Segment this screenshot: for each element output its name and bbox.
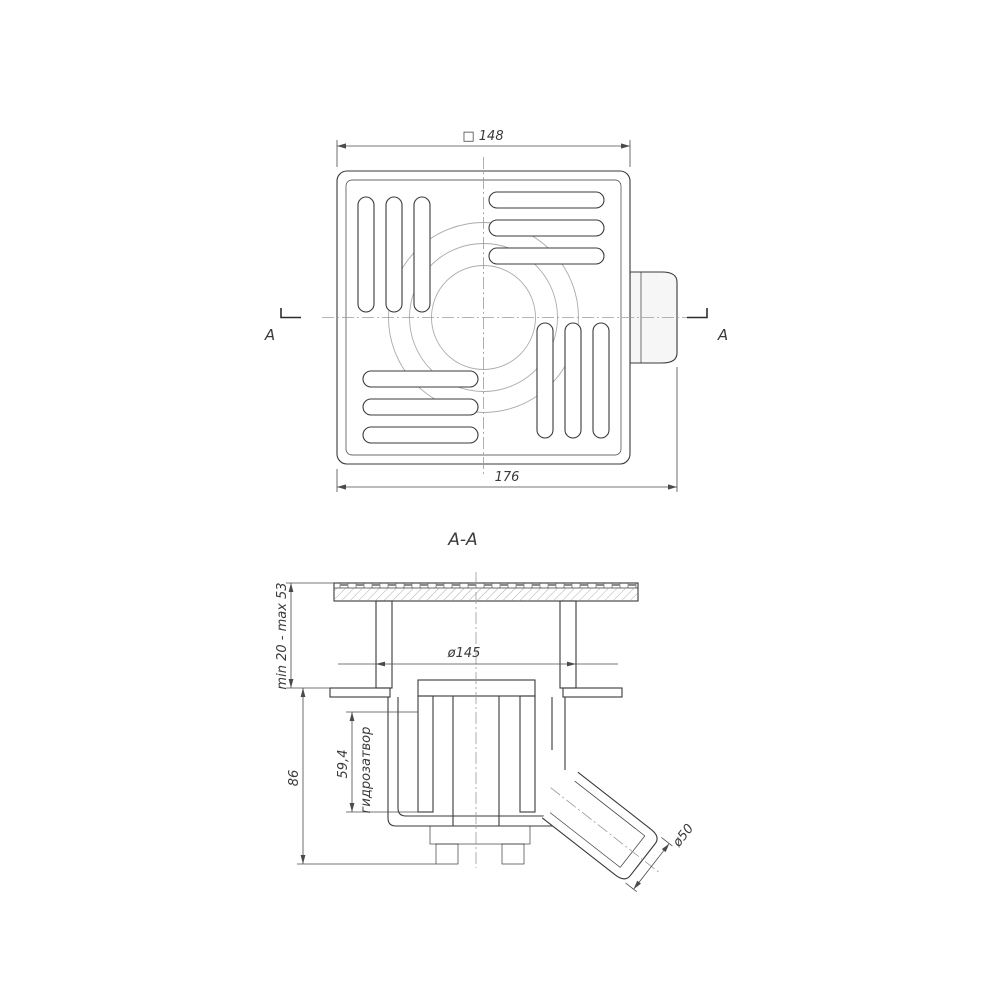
standpipe [452, 696, 500, 826]
outlet-pipe: ø50 [541, 771, 698, 893]
body-foot [435, 843, 459, 865]
top-view: □ 148 176 A A [264, 129, 728, 492]
grate-slot [362, 398, 479, 416]
grate-slots [357, 191, 610, 444]
floor-flange [329, 687, 623, 698]
grate-slot [385, 196, 403, 313]
dim-outlet-diameter-label: ø50 [670, 821, 698, 850]
dimension-overall-width: 176 [336, 367, 678, 492]
grate-slot [592, 322, 610, 439]
water-trap-label: гидрозатвор [359, 727, 374, 814]
grate-slot [488, 191, 605, 209]
section-title: A-A [447, 530, 477, 550]
grate-slot [488, 219, 605, 237]
dimension-body-diameter: ø145 [338, 646, 618, 667]
section-marker-right-label: A [717, 326, 728, 344]
body-bottom-step [429, 825, 531, 845]
dimension-grate-width: □ 148 [336, 129, 631, 167]
section-marker-left-label: A [264, 326, 275, 344]
section-view: A-A [275, 530, 698, 893]
dimension-adjust-height: min 20 - max 53 [275, 582, 334, 690]
centerlines-top-view [322, 157, 695, 474]
grate-slot [362, 370, 479, 388]
drain-body [387, 697, 566, 865]
dim-grate-width-label: □ 148 [462, 129, 503, 144]
body-foot [501, 843, 525, 865]
section-marker-left: A [264, 308, 301, 344]
section-marker-right: A [687, 308, 728, 344]
grate-plate-section [333, 582, 639, 602]
dim-water-seal-label: 59,4 [336, 750, 351, 779]
grate-slot [564, 322, 582, 439]
water-trap-bell [417, 679, 536, 813]
dim-total-height-label: 86 [287, 770, 302, 787]
grate-slot [536, 322, 554, 439]
dimension-water-seal: 59,4 [336, 711, 418, 813]
grate-slot [413, 196, 431, 313]
dim-adjust-height-label: min 20 - max 53 [275, 582, 290, 689]
grate-slot [488, 247, 605, 265]
dimension-total-height: 86 [287, 688, 436, 865]
dim-overall-width-label: 176 [495, 470, 520, 485]
grate-slot [357, 196, 375, 313]
dim-body-diameter-label: ø145 [447, 646, 481, 661]
grate-slot [362, 426, 479, 444]
